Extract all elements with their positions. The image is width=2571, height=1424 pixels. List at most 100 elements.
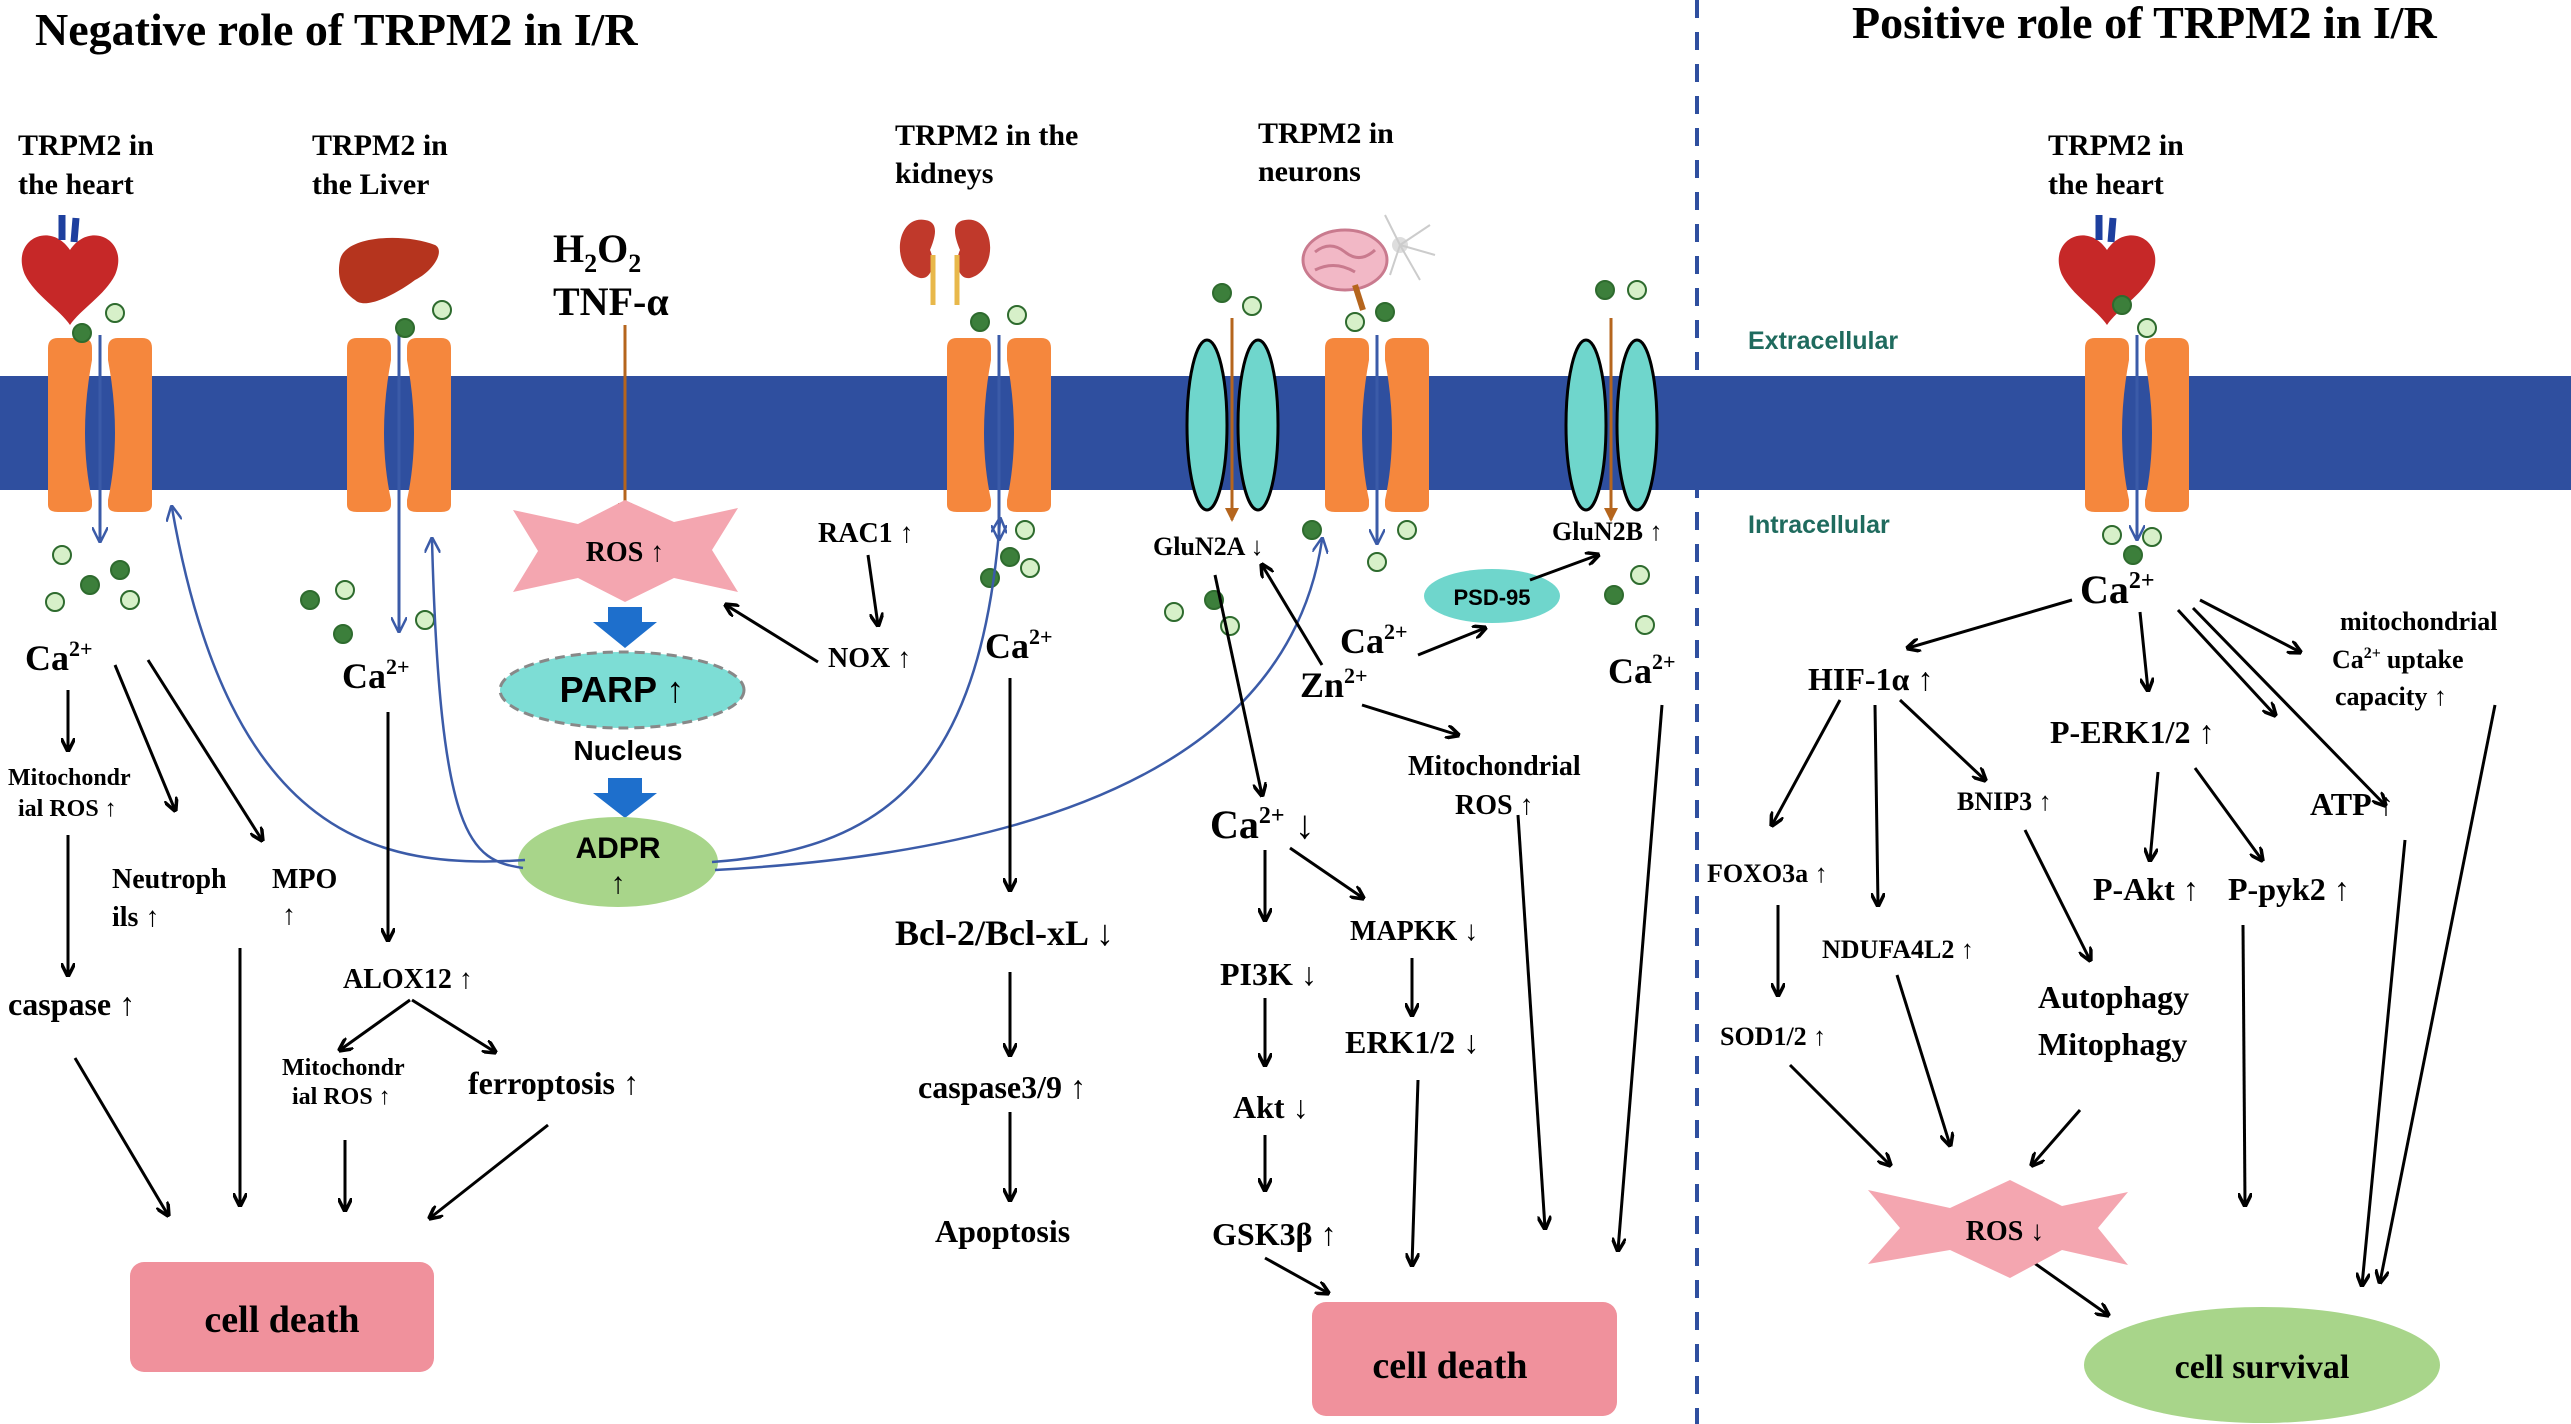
- svg-text:Mitochondr: Mitochondr: [282, 1055, 405, 1081]
- svg-text:TRPM2 in: TRPM2 in: [1258, 117, 1394, 150]
- cell-survival-node: [2084, 1307, 2440, 1423]
- autophagy-label: Autophagy: [2038, 979, 2189, 1015]
- caspase39-label: caspase3/9 ↑: [918, 1069, 1086, 1105]
- h2o2-label: H2O2: [553, 226, 641, 278]
- channel-flux-arrows: [100, 335, 2137, 630]
- svg-text:TRPM2 in the: TRPM2 in the: [895, 119, 1078, 152]
- adpr-feedback-curves: [172, 508, 1322, 872]
- nox-label: NOX ↑: [828, 643, 911, 674]
- nox-to-ros-arrow: [726, 605, 819, 664]
- intracellular-label: Intracellular: [1748, 511, 1890, 539]
- cell-death-box-left: [130, 1262, 434, 1372]
- neuron-arrows: [1213, 555, 1664, 1293]
- liver-arrows: [340, 712, 549, 1218]
- mito-uptake-label: mitochondrial Ca2+uptake capacity ↑: [2332, 607, 2497, 711]
- extracellular-label: Extracellular: [1748, 327, 1898, 355]
- cell-survival-label: cell survival: [2175, 1349, 2350, 1386]
- ros-down-star: [1868, 1180, 2128, 1278]
- pakt-label: P-Akt ↑: [2093, 871, 2199, 907]
- adpr-arrow-label: ↑: [611, 867, 626, 900]
- svg-text:neurons: neurons: [1258, 155, 1361, 188]
- organ-label-liver: TRPM2 in the Liver: [312, 129, 448, 201]
- calcium-ions: [45, 280, 2162, 644]
- parp-label: PARP ↑: [560, 669, 685, 710]
- rac1-to-nox-arrow: [866, 554, 878, 625]
- caspase-label: caspase ↑: [8, 986, 135, 1022]
- kidney-icon: [899, 219, 991, 305]
- heart-ca-label: Ca2+: [25, 636, 93, 678]
- bcl-label: Bcl-2/Bcl-xL ↓: [895, 913, 1114, 953]
- adpr-label: ADPR: [575, 832, 660, 865]
- rac1-label: RAC1 ↑: [818, 518, 914, 549]
- nucleus-to-adpr-arrow: [593, 778, 657, 818]
- svg-text:Mitochondrial: Mitochondrial: [1408, 751, 1581, 782]
- hif-label: HIF-1α ↑: [1808, 661, 1933, 697]
- liver-icon: [338, 237, 439, 304]
- cell-death-box-right: [1312, 1302, 1617, 1416]
- tnf-alpha-label: TNF-α: [553, 279, 669, 324]
- glun2a-channel: [1185, 338, 1280, 512]
- trpm2-channel-liver: [347, 338, 451, 512]
- kidney-ca-label: Ca2+: [985, 624, 1053, 666]
- sod-label: SOD1/2 ↑: [1720, 1022, 1826, 1051]
- cell-death-label-right: cell death: [1372, 1345, 1527, 1387]
- ros-star: [513, 500, 738, 602]
- alox12-label: ALOX12 ↑: [343, 964, 473, 995]
- adpr-node: [518, 817, 718, 907]
- neuron-icon: [1384, 214, 1436, 281]
- heart-arrows: [68, 659, 262, 1215]
- svg-text:mitochondrial: mitochondrial: [2340, 607, 2497, 636]
- organ-label-neurons: TRPM2 in neurons: [1258, 117, 1394, 188]
- svg-text:Neutroph: Neutroph: [112, 864, 227, 895]
- ros-to-parp-arrow: [593, 607, 657, 648]
- glun2a-label: GluN2A ↓: [1153, 532, 1264, 561]
- svg-text:ial ROS ↑: ial ROS ↑: [18, 796, 117, 822]
- mitophagy-label: Mitophagy: [2038, 1026, 2187, 1062]
- ppyk2-label: P-pyk2 ↑: [2228, 871, 2350, 907]
- negative-title: Negative role of TRPM2 in I/R: [35, 4, 638, 55]
- erk-label: ERK1/2 ↓: [1345, 1024, 1479, 1060]
- organ-label-kidneys: TRPM2 in the kidneys: [895, 119, 1078, 190]
- mito-ros-neuron-label: Mitochondrial ROS ↑: [1408, 751, 1581, 821]
- ros-down-label: ROS ↓: [1966, 1216, 2045, 1247]
- glun-flux-arrows: [1225, 318, 1618, 522]
- svg-text:ial ROS ↑: ial ROS ↑: [292, 1084, 391, 1110]
- trpm2-channel-kidney: [947, 338, 1051, 512]
- psd95-node: [1424, 569, 1560, 623]
- brain-icon: [1301, 228, 1389, 311]
- zn-label: Zn2+: [1300, 663, 1368, 705]
- ferroptosis-label: ferroptosis ↑: [468, 1065, 639, 1101]
- glun2b-channel: [1564, 338, 1659, 512]
- foxo3a-label: FOXO3a ↑: [1707, 859, 1828, 888]
- trpm2-channel-neuron: [1325, 338, 1429, 512]
- cell-death-label-left: cell death: [204, 1299, 359, 1341]
- svg-text:ROS ↑: ROS ↑: [1455, 790, 1534, 821]
- mpo-label: MPO ↑: [272, 864, 337, 931]
- svg-text:TRPM2 in: TRPM2 in: [312, 129, 448, 162]
- heart-icon: [21, 215, 119, 325]
- atp-label: ATP ↑: [2310, 786, 2394, 822]
- heart-icon-positive: [2058, 215, 2156, 325]
- neutrophils-label: Neutroph ils ↑: [112, 864, 227, 933]
- mapkk-label: MAPKK ↓: [1350, 916, 1478, 947]
- svg-text:the heart: the heart: [2048, 168, 2164, 201]
- positive-arrows: [1772, 598, 2497, 1315]
- trpm2-channel-heart-positive: [2085, 338, 2189, 512]
- glun2b-ca-label: Ca2+: [1608, 649, 1676, 691]
- akt-label: Akt ↓: [1233, 1089, 1309, 1125]
- trpm2-channel-heart: [48, 338, 152, 512]
- nucleus-label: Nucleus: [574, 735, 683, 766]
- perk-label: P-ERK1/2 ↑: [2050, 714, 2214, 750]
- bnip3-label: BNIP3 ↑: [1957, 787, 2052, 816]
- neuron-ca-down-label: Ca2+↓: [1210, 802, 1315, 847]
- ndufa-label: NDUFA4L2 ↑: [1822, 935, 1974, 964]
- svg-text:↑: ↑: [282, 900, 296, 931]
- svg-text:TRPM2 in: TRPM2 in: [18, 129, 154, 162]
- heart-mito-ros-label: Mitochondr ial ROS ↑: [8, 765, 131, 822]
- glun2b-label: GluN2B ↑: [1552, 517, 1663, 546]
- gsk3b-label: GSK3β ↑: [1212, 1216, 1336, 1252]
- pi3k-label: PI3K ↓: [1220, 956, 1317, 992]
- svg-text:the Liver: the Liver: [312, 168, 429, 201]
